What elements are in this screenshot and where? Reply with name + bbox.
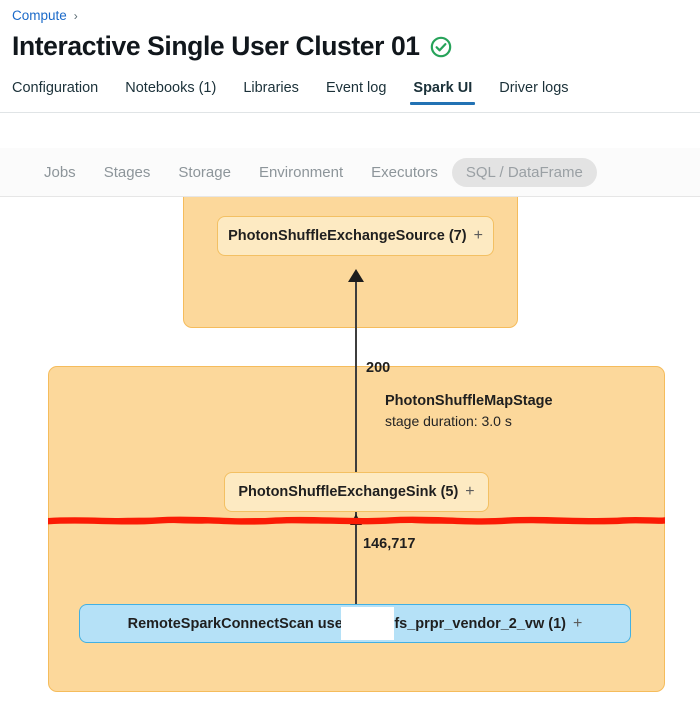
stage-name-label: PhotonShuffleMapStage <box>385 393 553 409</box>
expand-plus-icon[interactable]: + <box>573 614 583 632</box>
tab-driver-logs[interactable]: Driver logs <box>499 80 569 96</box>
red-annotation-line <box>48 516 665 525</box>
tab-event-log[interactable]: Event log <box>325 80 387 96</box>
redaction-block <box>341 607 394 640</box>
breadcrumb-separator-icon: › <box>73 8 78 23</box>
page-title-row: Interactive Single User Cluster 01 <box>12 31 452 62</box>
spark-ui-frame: PhotonShuffleMapStage stage duration: 3.… <box>0 148 700 714</box>
plan-node-photon-shuffle-exchange-sink[interactable]: PhotonShuffleExchangeSink (5) + <box>224 472 489 512</box>
tab-libraries[interactable]: Libraries <box>243 80 299 96</box>
cluster-tabs: Configuration Notebooks (1) Libraries Ev… <box>12 80 596 105</box>
subnav-item-sql-dataframe[interactable]: SQL / DataFrame <box>451 157 597 187</box>
subnav-item-jobs[interactable]: Jobs <box>44 163 76 181</box>
tab-notebooks[interactable]: Notebooks (1) <box>125 80 217 96</box>
tabs-divider <box>0 112 700 113</box>
sql-plan-graph: PhotonShuffleMapStage stage duration: 3.… <box>0 148 700 714</box>
subnav-item-stages[interactable]: Stages <box>103 163 151 181</box>
breadcrumb-link-compute[interactable]: Compute <box>12 8 67 23</box>
tab-configuration[interactable]: Configuration <box>12 80 99 96</box>
edge-label-rows-146717: 146,717 <box>363 536 416 552</box>
green-check-circle-icon <box>430 36 451 57</box>
edge-scan-to-sink <box>355 528 357 605</box>
breadcrumb: Compute › <box>12 8 78 23</box>
plan-node-label-prefix: RemoteSparkConnectScan users.ja <box>127 615 373 632</box>
edge-arrowhead-icon-top <box>348 269 364 282</box>
subnav-item-storage[interactable]: Storage <box>178 163 231 181</box>
expand-plus-icon[interactable]: + <box>465 483 475 500</box>
edge-label-rows-200: 200 <box>366 360 391 376</box>
stage-caption: PhotonShuffleMapStage stage duration: 3.… <box>385 391 645 431</box>
spark-ui-subnav: Jobs Stages Storage Environment Executor… <box>0 148 700 197</box>
expand-plus-icon[interactable]: + <box>473 227 483 244</box>
subnav-item-environment[interactable]: Environment <box>258 163 344 181</box>
tab-spark-ui[interactable]: Spark UI <box>410 80 490 105</box>
stage-duration-label: stage duration: 3.0 s <box>385 412 512 429</box>
plan-node-label-suffix: nd.fs_prpr_vendor_2_vw (1) <box>372 615 567 632</box>
page-title: Interactive Single User Cluster 01 <box>12 31 420 61</box>
plan-node-label: PhotonShuffleExchangeSink (5) <box>238 484 459 500</box>
plan-node-label: PhotonShuffleExchangeSource (7) <box>228 228 467 244</box>
plan-node-photon-shuffle-exchange-source[interactable]: PhotonShuffleExchangeSource (7) + <box>217 216 494 256</box>
subnav-item-executors[interactable]: Executors <box>371 163 438 181</box>
edge-sink-to-source <box>355 278 357 536</box>
